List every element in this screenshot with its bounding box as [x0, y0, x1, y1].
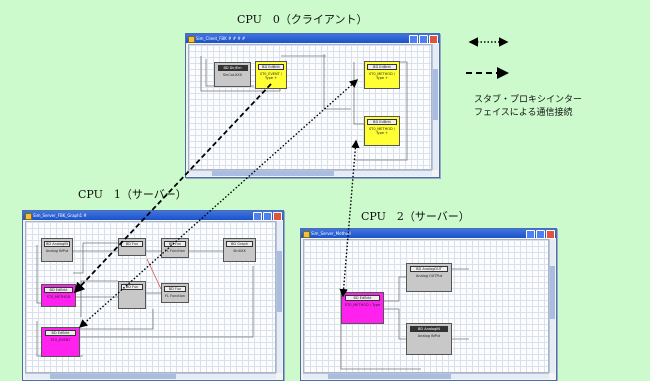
- server1-component-analog-in[interactable]: BD AnalogIN Analog INPut: [41, 238, 73, 262]
- app-icon: [303, 231, 310, 238]
- component-label: SinXXX: [233, 249, 246, 253]
- component-label: ST0_EVENT: [50, 338, 71, 342]
- server2-component-analog-out[interactable]: BD AnalogOUT Analog OUTPut: [406, 263, 452, 292]
- server1-window[interactable]: Sim_Server_FBK_Graph1 # BD AnalogIN Anal…: [22, 210, 284, 381]
- component-label: Analog INPut: [417, 334, 441, 338]
- component-header: BD EdBrkt: [258, 64, 284, 70]
- server1-hscroll[interactable]: [25, 373, 276, 379]
- component-label: Analog OUTPut: [415, 274, 443, 278]
- client-window-titlebar[interactable]: Sim_Client_FBK # # # #: [186, 34, 439, 44]
- client-component-method-1[interactable]: BD EdBrkt ST0_METHOD / Type +: [364, 61, 400, 89]
- server1-window-titlebar[interactable]: Sim_Server_FBK_Graph1 #: [23, 211, 283, 221]
- component-header: BD Dir/Em: [217, 65, 248, 71]
- component-header: BD AnalogOUT: [410, 266, 448, 272]
- maximize-icon[interactable]: [263, 212, 272, 221]
- maximize-icon[interactable]: [419, 35, 428, 44]
- component-label: FL Function: [165, 249, 185, 253]
- server1-component-magenta-2[interactable]: BD EdBrkt ST0_EVENT: [41, 327, 80, 357]
- server1-window-title: Sim_Server_FBK_Graph1 #: [33, 213, 87, 218]
- server1-component-func-1[interactable]: BD Fun FL Function: [161, 238, 189, 258]
- server1-component-mid-2[interactable]: BD Fun: [118, 281, 146, 309]
- server2-window-titlebar[interactable]: Sim_Server_Method: [301, 229, 556, 239]
- legend-text-line2: フェイスによる通信接続: [474, 108, 573, 118]
- component-header: BD EdBrkt: [345, 295, 380, 301]
- server2-hscroll[interactable]: [303, 373, 549, 379]
- component-header: BD EdBrkt: [367, 119, 397, 125]
- close-icon[interactable]: [546, 230, 555, 239]
- component-header: BD Fun: [120, 241, 144, 247]
- server1-vscroll[interactable]: [276, 221, 282, 373]
- component-header: BD Fun: [120, 284, 144, 290]
- component-header: BD EdBrkt: [367, 64, 397, 70]
- server1-component-func-2[interactable]: BD Fun FL Function: [161, 283, 189, 303]
- server2-window[interactable]: Sim_Server_Method BD AnalogOUT Analog OU…: [300, 228, 557, 381]
- component-header: BD EdBrkt: [44, 330, 77, 336]
- close-icon[interactable]: [273, 212, 282, 221]
- component-label: FL Function: [165, 294, 185, 298]
- client-hscroll[interactable]: [188, 170, 432, 176]
- maximize-icon[interactable]: [536, 230, 545, 239]
- component-header: BD Fun: [163, 241, 187, 247]
- server2-component-analog-in[interactable]: BD AnalogIN Analog INPut: [406, 323, 452, 355]
- minimize-icon[interactable]: [409, 35, 418, 44]
- server1-component-magenta-1[interactable]: BD EdBrkt ST0_METHOD: [41, 284, 76, 307]
- server2-component-method[interactable]: BD EdBrkt ST0_METHOD / Type: [341, 292, 384, 324]
- client-window-title: Sim_Client_FBK # # # #: [196, 36, 246, 41]
- server1-component-mid-1[interactable]: BD Fun: [118, 238, 146, 256]
- component-label: ST0_METHOD / Type: [344, 303, 381, 307]
- component-label: ST0_EVENT / Type +: [259, 72, 283, 80]
- server1-component-right[interactable]: BD Graph SinXXX: [223, 238, 256, 262]
- component-header: BD AnalogIN: [44, 241, 70, 247]
- component-header: BD Fun: [163, 286, 187, 292]
- component-label: ST0_METHOD: [46, 295, 71, 299]
- component-header: BD Graph: [226, 241, 253, 247]
- client-component-source[interactable]: BD Dir/Em SinCoLXXX: [214, 62, 251, 87]
- client-window[interactable]: Sim_Client_FBK # # # # BD Dir/Em SinCoLX…: [185, 33, 440, 178]
- component-header: BD AnalogIN: [410, 326, 448, 332]
- client-component-method-2[interactable]: BD EdBrkt ST0_METHOD / Type +: [364, 116, 400, 146]
- server2-vscroll[interactable]: [549, 239, 555, 373]
- legend-text: スタブ・プロキシインター フェイスによる通信接続: [474, 94, 582, 120]
- cpu2-label: CPU 2（サーバー）: [361, 210, 470, 223]
- legend-text-line1: スタブ・プロキシインター: [474, 95, 583, 105]
- component-label: ST0_METHOD / Type +: [368, 127, 396, 135]
- minimize-icon[interactable]: [253, 212, 262, 221]
- app-icon: [25, 213, 32, 220]
- cpu1-label: CPU 1（サーバー）: [78, 188, 187, 201]
- server2-window-title: Sim_Server_Method: [311, 231, 351, 236]
- app-icon: [188, 36, 195, 43]
- client-vscroll[interactable]: [432, 44, 438, 170]
- component-label: SinCoLXXX: [222, 73, 243, 77]
- component-label: Analog INPut: [45, 249, 69, 253]
- client-component-event[interactable]: BD EdBrkt ST0_EVENT / Type +: [255, 61, 287, 89]
- close-icon[interactable]: [429, 35, 438, 44]
- minimize-icon[interactable]: [526, 230, 535, 239]
- cpu0-label: CPU 0（クライアント）: [237, 13, 368, 26]
- component-label: ST0_METHOD / Type +: [368, 72, 396, 80]
- component-header: BD EdBrkt: [44, 287, 73, 293]
